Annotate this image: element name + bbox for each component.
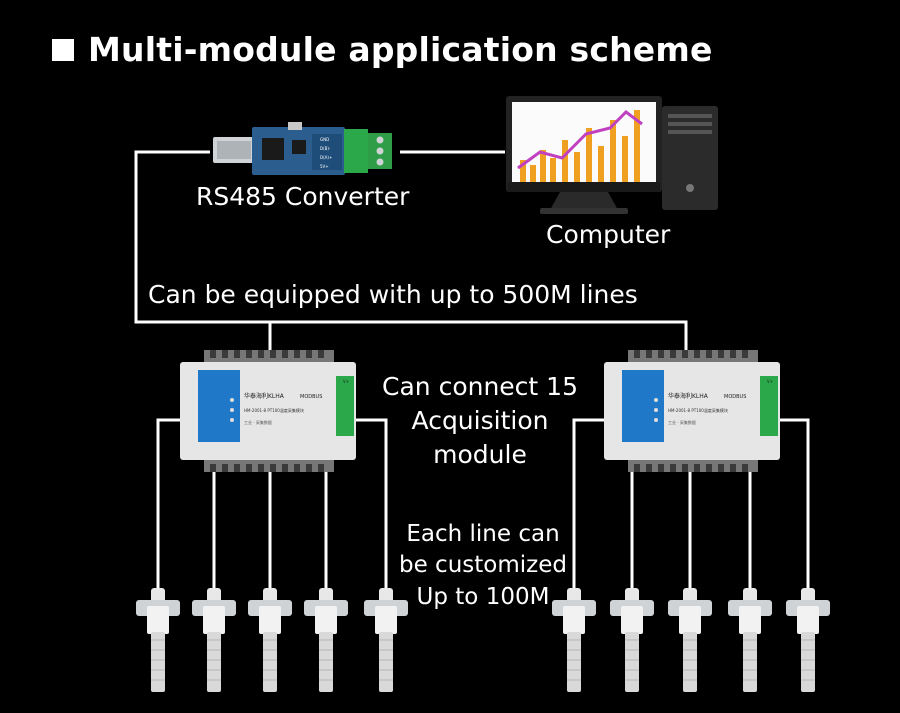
module-capacity-line: Can connect 15 <box>382 372 578 401</box>
rs485-converter: GND D(B)- D(A)+ 5V+ <box>213 122 392 175</box>
module-sub: 工业 · 采集数据 <box>668 419 696 425</box>
module-model: HM-2001-8 PT100温度采集模块 <box>668 407 728 413</box>
lines-capacity-label: Can be equipped with up to 500M lines <box>148 280 638 309</box>
module-protocol: MODBUS <box>724 394 746 400</box>
bus-wires <box>134 150 688 352</box>
acquisition-module-left: 华泰海利KLHA MODBUS HM-2001-8 PT100温度采集模块 工业… <box>180 350 356 472</box>
line-length-line: Each line can <box>406 521 560 547</box>
module-terminal-block <box>336 376 354 436</box>
temperature-sensor-icon <box>610 588 654 692</box>
title-text: Multi-module application scheme <box>88 30 713 69</box>
module-terminal-block <box>760 376 778 436</box>
module-capacity-line: module <box>433 440 527 469</box>
module-blue-panel <box>622 370 664 442</box>
acquisition-module-right: 华泰海利KLHA MODBUS HM-2001-8 PT100温度采集模块 工业… <box>604 350 780 472</box>
module-model: HM-2001-8 PT100温度采集模块 <box>244 407 304 413</box>
sensor-cables <box>156 418 810 595</box>
temperature-sensor-icon <box>192 588 236 692</box>
module-protocol: MODBUS <box>300 394 322 400</box>
sensor-cable <box>156 418 180 595</box>
sensor-probes <box>136 588 830 692</box>
sensor-cable <box>572 418 604 595</box>
temperature-sensor-icon <box>786 588 830 692</box>
computer-icon <box>506 96 718 214</box>
temperature-sensor-icon <box>364 588 408 692</box>
line-length-line: Up to 100M <box>416 583 550 610</box>
module-terminal-label: V+ <box>343 379 349 384</box>
converter-pin-label: D(B)- <box>320 146 331 151</box>
converter-pin-label: 5V+ <box>320 164 329 169</box>
temperature-sensor-icon <box>668 588 712 692</box>
temperature-sensor-icon <box>248 588 292 692</box>
temperature-sensor-icon <box>304 588 348 692</box>
module-capacity-line: Acquisition <box>411 406 549 435</box>
converter-terminal-block <box>344 129 368 173</box>
converter-pin-label: GND <box>320 137 329 142</box>
converter-pin-label: D(A)+ <box>320 155 332 160</box>
line-length-line: be customized <box>399 552 567 579</box>
wire-converter-to-bus <box>134 150 688 352</box>
module-brand: 华泰海利KLHA <box>244 392 285 400</box>
module-terminal-label: V+ <box>767 379 773 384</box>
module-capacity-text: Can connect 15 Acquisition module <box>370 370 590 472</box>
title-square-bullet-icon <box>52 38 74 61</box>
computer-tower <box>662 106 718 210</box>
page-title: Multi-module application scheme <box>52 30 713 69</box>
module-blue-panel <box>198 370 240 442</box>
temperature-sensor-icon <box>728 588 772 692</box>
module-sub: 工业 · 采集数据 <box>244 419 272 425</box>
line-length-text: Each line can be customized Up to 100M <box>388 519 578 613</box>
computer-label: Computer <box>546 220 671 249</box>
temperature-sensor-icon <box>136 588 180 692</box>
converter-label: RS485 Converter <box>196 182 410 211</box>
sensor-cable <box>780 418 810 595</box>
monitor-chart <box>520 110 640 182</box>
module-brand: 华泰海利KLHA <box>668 392 709 400</box>
sensor-cable <box>356 418 388 595</box>
temperature-sensor-icon <box>552 588 596 692</box>
